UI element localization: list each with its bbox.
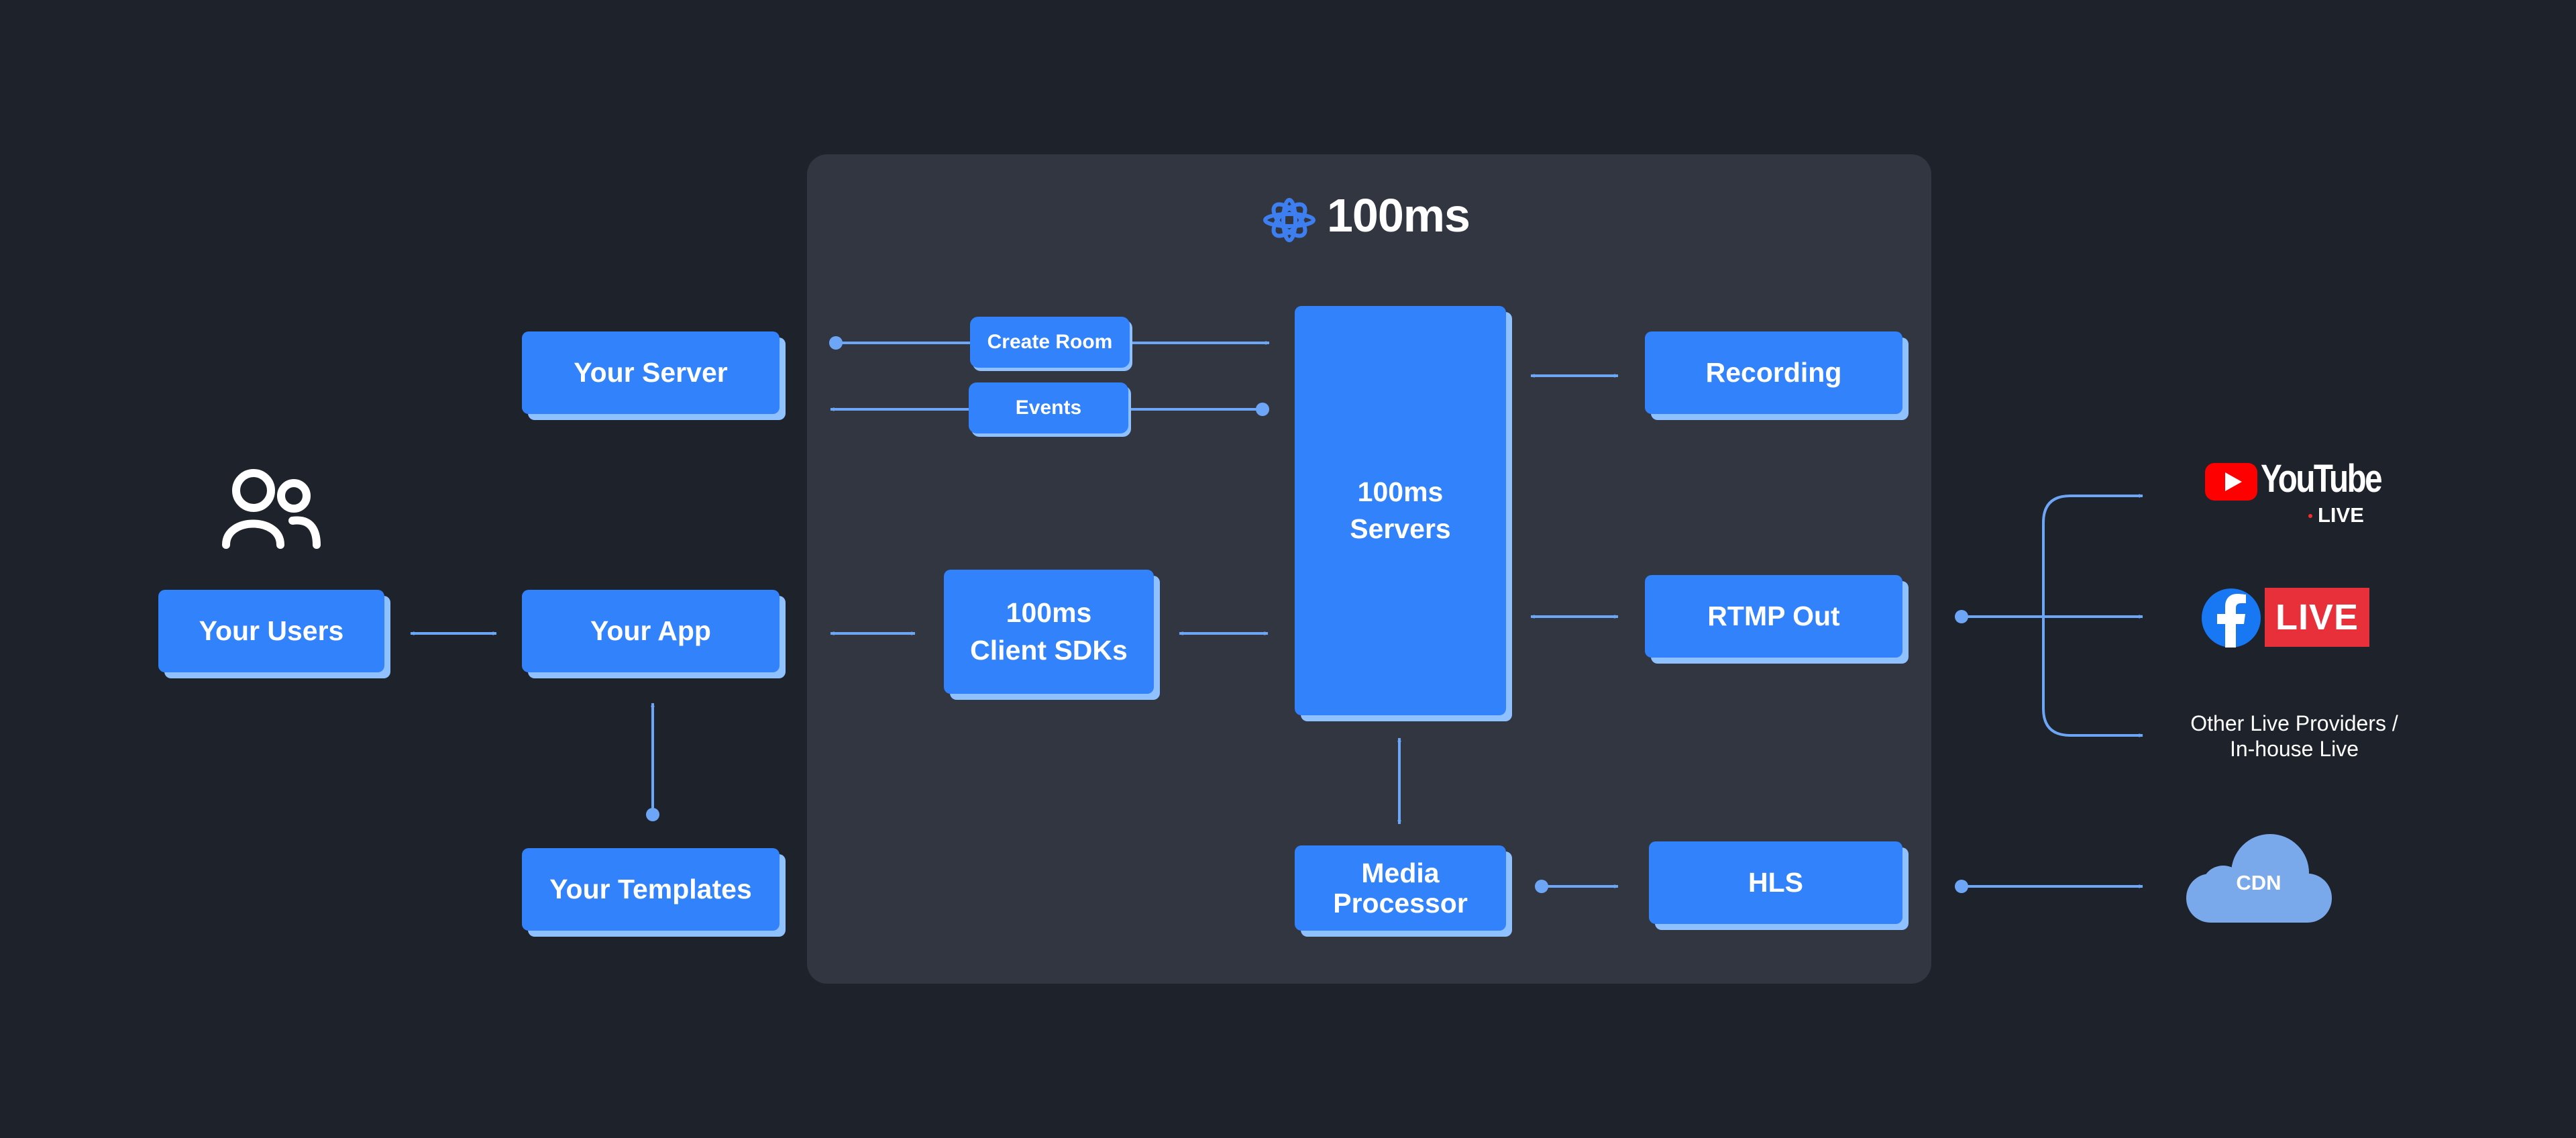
your-users-label: Your Users xyxy=(199,615,344,646)
rtmp-out-box: RTMP Out xyxy=(1645,575,1902,658)
hls-label: HLS xyxy=(1748,866,1803,898)
your-server-box: Your Server xyxy=(522,331,780,414)
servers-label-line1: 100ms xyxy=(1357,476,1444,507)
your-app-box: Your App xyxy=(522,590,780,672)
create-room-pill: Create Room xyxy=(970,317,1130,368)
facebook-live-badge: LIVE xyxy=(2265,588,2369,647)
create-room-label: Create Room xyxy=(987,330,1113,353)
bracket-rtmp-outputs xyxy=(2042,495,2143,737)
media-processor-box: Media Processor xyxy=(1295,845,1506,931)
events-pill: Events xyxy=(969,382,1128,433)
events-label: Events xyxy=(1015,396,1082,419)
recording-label: Recording xyxy=(1705,356,1842,388)
your-server-label: Your Server xyxy=(574,356,728,388)
cloud-icon xyxy=(2186,834,2332,923)
servers-label-line2: Servers xyxy=(1350,513,1451,544)
youtube-live-dot xyxy=(2308,514,2312,518)
brand-name: 100ms xyxy=(1327,189,1470,242)
rtmp-out-label: RTMP Out xyxy=(1707,600,1840,631)
other-live-providers-label: Other Live Providers / In-house Live xyxy=(2160,711,2428,762)
cdn-label: CDN xyxy=(2236,871,2282,894)
your-templates-label: Your Templates xyxy=(549,873,752,904)
servers-box: 100ms Servers xyxy=(1295,306,1506,715)
hls-box: HLS xyxy=(1649,841,1902,924)
youtube-live-label: LIVE xyxy=(2318,503,2364,527)
youtube-play-icon xyxy=(2205,463,2257,501)
users-icon xyxy=(222,469,321,549)
media-processor-label-line1: Media xyxy=(1361,858,1440,889)
client-sdks-label-line2: Client SDKs xyxy=(970,634,1128,666)
your-app-label: Your App xyxy=(590,615,711,646)
your-users-box: Your Users xyxy=(158,590,384,672)
facebook-icon xyxy=(2202,588,2261,648)
media-processor-label-line2: Processor xyxy=(1333,887,1468,919)
client-sdks-box: 100ms Client SDKs xyxy=(944,570,1154,694)
youtube-wordmark: YouTube xyxy=(2261,457,2383,501)
client-sdks-label-line1: 100ms xyxy=(1006,597,1092,629)
other-live-providers-line1: Other Live Providers / xyxy=(2190,711,2398,735)
other-live-providers-line2: In-house Live xyxy=(2229,737,2359,762)
your-templates-box: Your Templates xyxy=(522,848,780,931)
100ms-logo-icon xyxy=(1263,198,1316,242)
recording-box: Recording xyxy=(1645,331,1902,414)
facebook-live-label: LIVE xyxy=(2275,597,2359,637)
